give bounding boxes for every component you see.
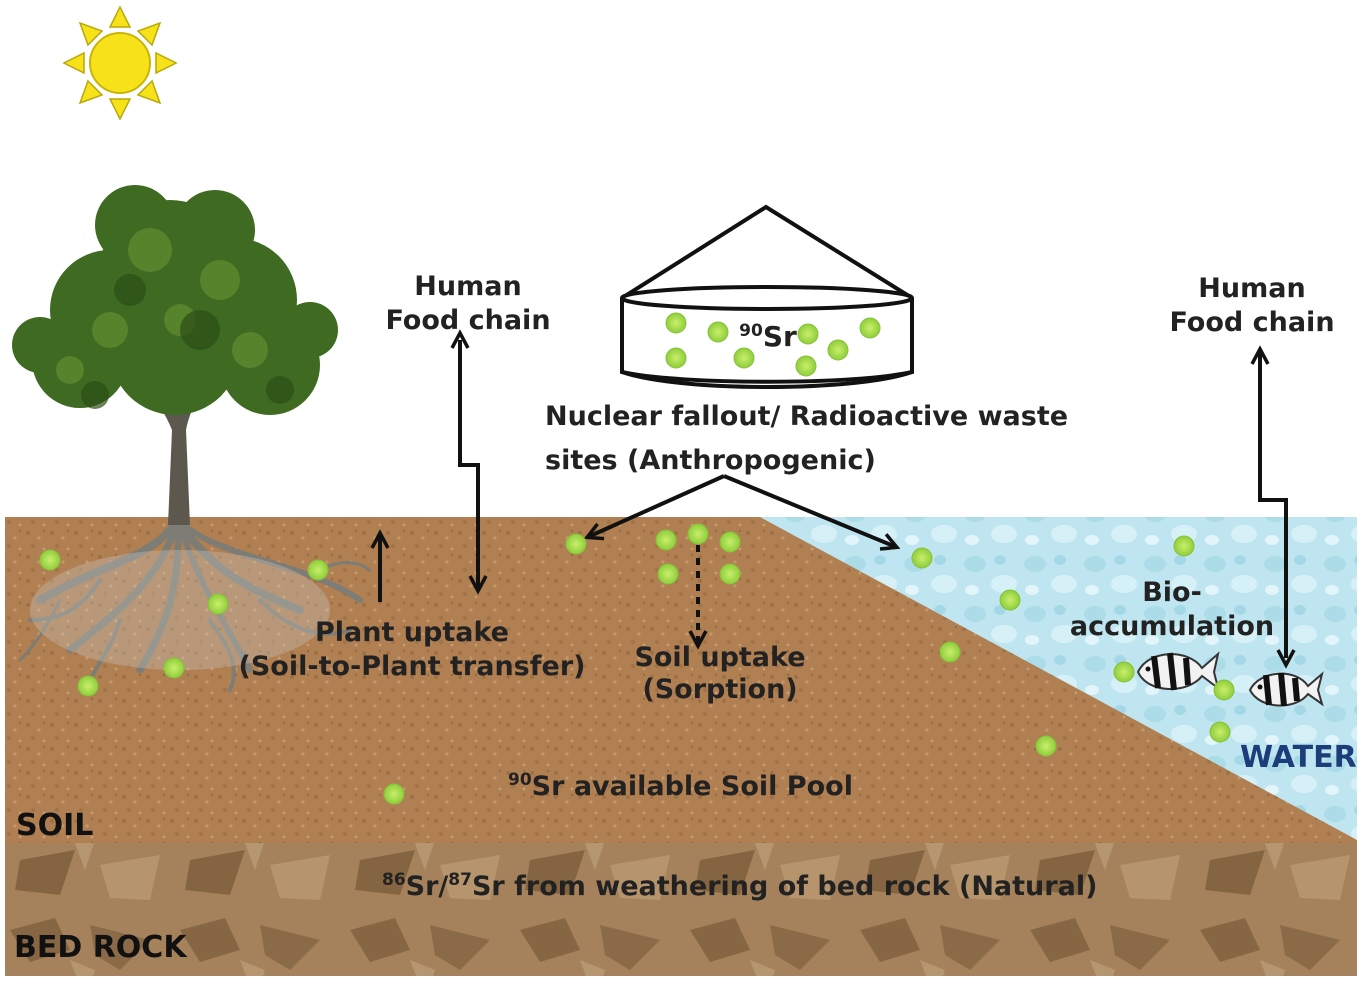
sr90-particles [39, 312, 1235, 805]
arrow-fallout-to-soil [583, 474, 725, 541]
soil-uptake-label: Soil uptake (Sorption) [634, 642, 806, 705]
sr90-particle-icon [1209, 721, 1231, 743]
sr90-particle-icon [795, 355, 817, 377]
source-label: Nuclear fallout/ Radioactive waste sites… [545, 401, 1069, 476]
sr90-particle-icon [665, 312, 687, 334]
sr90-particle-icon [657, 563, 679, 585]
fish-icon [1248, 671, 1324, 707]
food-chain-label-right: Human Food chain [1169, 273, 1335, 338]
waste-container-icon [620, 204, 914, 389]
sr90-particle-icon [1173, 535, 1195, 557]
soil-pool-label: 90Sr available Soil Pool [508, 770, 853, 802]
sr90-particle-icon [999, 589, 1021, 611]
sr90-particle-icon [77, 675, 99, 697]
sr90-particle-icon [307, 559, 329, 581]
sr90-particle-icon [207, 593, 229, 615]
sr90-particle-icon [383, 783, 405, 805]
bedrock-layer [5, 843, 1357, 976]
sr90-particle-icon [859, 317, 881, 339]
sr90-particle-icon [939, 641, 961, 663]
sr90-particle-icon [565, 533, 587, 555]
sr90-particle-icon [911, 547, 933, 569]
arrow-fallout-to-water [723, 474, 901, 551]
water-body [760, 517, 1357, 840]
food-chain-label-left: Human Food chain [385, 271, 551, 336]
sr90-particle-icon [665, 347, 687, 369]
fish-icon [1136, 651, 1220, 691]
sr90-particle-icon [719, 563, 741, 585]
bioaccumulation-label: Bio- accumulation [1069, 577, 1275, 642]
sr90-particle-icon [687, 523, 709, 545]
sr90-particle-icon [707, 321, 729, 343]
tree-icon [12, 185, 372, 692]
bedrock-layer-label: BED ROCK [14, 930, 187, 965]
sr90-particle-icon [1213, 679, 1235, 701]
arrow-food-chain-right [1250, 345, 1296, 669]
sr90-particle-icon [655, 529, 677, 551]
container-isotope-label: 90Sr [739, 320, 797, 353]
bedrock-source-label: 86Sr/87Sr from weathering of bed rock (N… [382, 870, 1098, 902]
sr90-particle-icon [733, 347, 755, 369]
sr90-particle-icon [827, 339, 849, 361]
sr90-particle-icon [163, 657, 185, 679]
sr90-particle-icon [1035, 735, 1057, 757]
sr90-particle-icon [719, 531, 741, 553]
arrow-food-chain-left [450, 329, 488, 595]
soil-layer-label: SOIL [16, 808, 94, 843]
plant-uptake-label: Plant uptake (Soil-to-Plant transfer) [238, 617, 586, 682]
water-layer-label: WATER [1240, 740, 1357, 775]
sun-icon [62, 5, 178, 121]
sr90-particle-icon [39, 549, 61, 571]
sr90-particle-icon [1113, 661, 1135, 683]
sr90-particle-icon [797, 323, 819, 345]
